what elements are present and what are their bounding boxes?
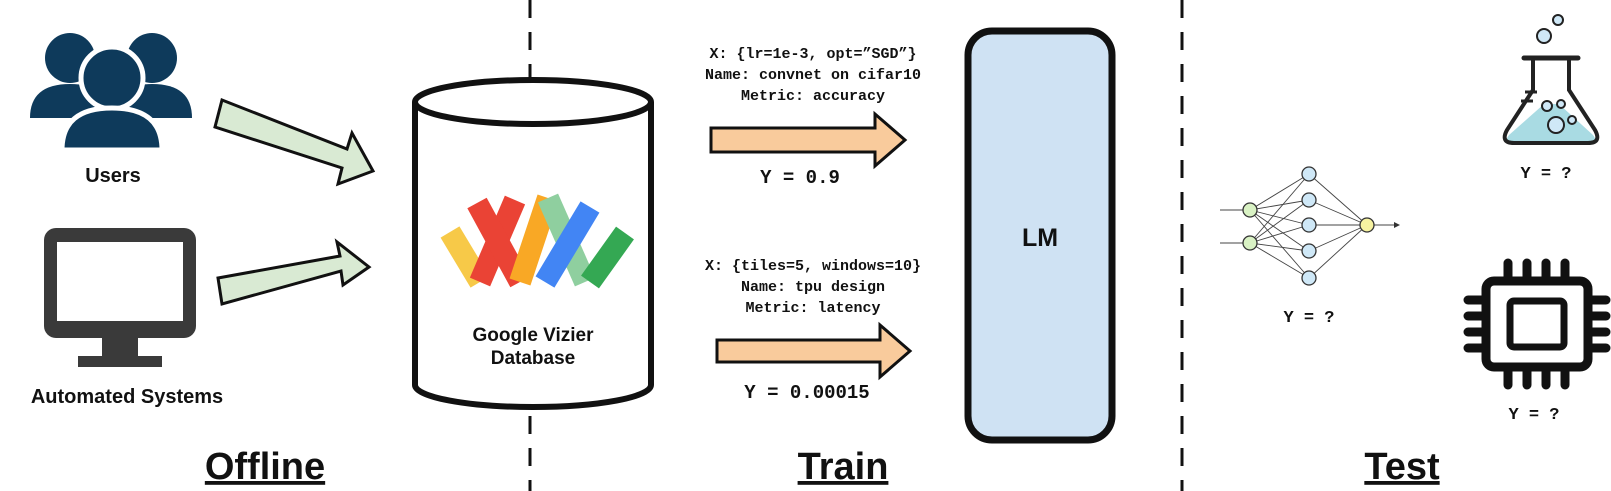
example-1-name: Name: convnet on cifar10: [705, 67, 921, 84]
users-label: Users: [85, 165, 141, 187]
database-label-line2: Database: [491, 348, 576, 369]
flask-output-label: Y = ?: [1520, 165, 1571, 184]
section-title-train: Train: [798, 446, 889, 488]
chip-output-label: Y = ?: [1508, 406, 1559, 425]
example-1-y: Y = 0.9: [760, 167, 840, 189]
example-1-x: X: {lr=1e-3, opt=”SGD”}: [709, 46, 916, 63]
example-2-y: Y = 0.00015: [744, 382, 869, 404]
automated-to-database-arrow: [216, 238, 372, 306]
example-1-metric: Metric: accuracy: [741, 88, 885, 105]
example-2-metric: Metric: latency: [745, 300, 880, 317]
network-output-label: Y = ?: [1283, 309, 1334, 328]
lm-box: [964, 27, 1116, 444]
example-2-x: X: {tiles=5, windows=10}: [705, 258, 921, 275]
monitor-icon: [44, 228, 196, 367]
chip-icon: [1463, 258, 1611, 390]
lm-label: LM: [1022, 224, 1058, 252]
example-2-arrow: [715, 321, 913, 381]
users-icon: [30, 33, 192, 153]
section-title-test: Test: [1364, 446, 1440, 488]
database-label-line1: Google Vizier: [472, 325, 594, 346]
users-to-database-arrow: [213, 97, 376, 187]
example-2-name: Name: tpu design: [741, 279, 885, 296]
google-vizier-logo: [440, 193, 634, 289]
automated-systems-label: Automated Systems: [31, 386, 223, 408]
section-title-offline: Offline: [205, 446, 325, 488]
flask-icon: [1502, 14, 1600, 145]
example-1-arrow: [709, 110, 908, 170]
neural-network-icon: [1220, 166, 1400, 286]
